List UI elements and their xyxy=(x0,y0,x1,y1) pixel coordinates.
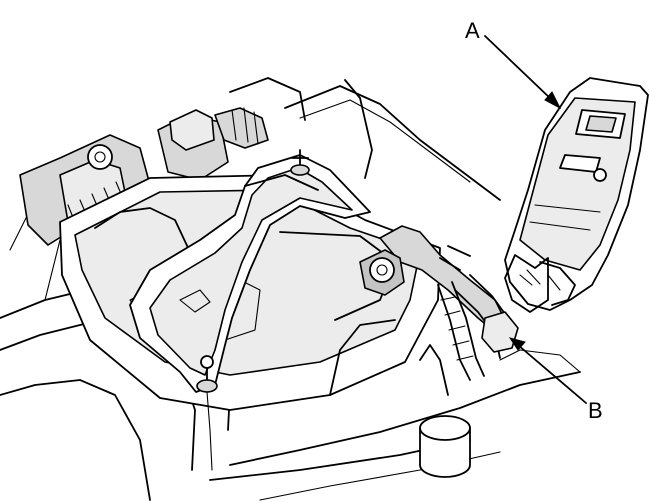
bolt-head-left xyxy=(87,144,113,170)
connector-top xyxy=(157,107,269,181)
callout-b-label: B xyxy=(588,398,603,423)
meter-knob xyxy=(593,168,607,182)
battery-terminal xyxy=(359,225,519,359)
wire-harness xyxy=(437,281,485,381)
stud-top xyxy=(290,149,310,176)
clamp-meter xyxy=(504,77,649,313)
callout-a-label: A xyxy=(465,18,480,43)
clamp-jaw-left xyxy=(504,254,549,313)
callout-b: B xyxy=(508,337,603,423)
bracket-triangle-mark xyxy=(179,289,211,313)
stud-bottom xyxy=(196,355,218,471)
cylinder-part xyxy=(419,415,471,478)
meter-button xyxy=(559,154,601,173)
terminal-nut xyxy=(369,257,395,283)
callout-a: A xyxy=(465,18,562,110)
clamp-jaw-right xyxy=(539,261,576,306)
cable-clamp-area xyxy=(481,311,519,353)
